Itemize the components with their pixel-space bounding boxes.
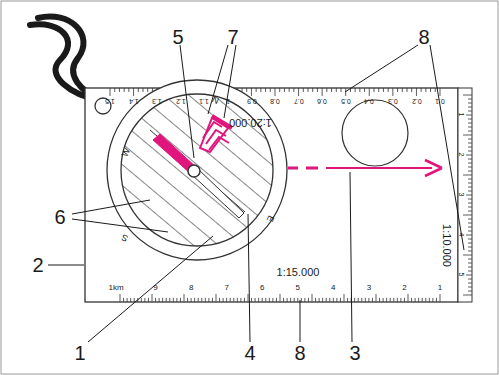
ruler-number: 0.6 [317,98,327,105]
ruler-number: 7 [224,284,228,292]
ruler-number: 0.2 [412,98,422,105]
ruler-number: 4 [459,232,466,236]
ruler-number: 9 [153,284,157,292]
ruler-number: 5 [459,272,466,276]
ruler-number: 1 [226,98,230,105]
callout-number: 4 [244,343,255,363]
ruler-number: 2 [459,152,466,156]
callout-number: 7 [227,27,238,47]
ruler-number: 1.2 [176,98,186,105]
callout-number: 5 [172,27,183,47]
scale-ratio: 1:20.000 [229,117,272,128]
callout-number: 3 [349,343,360,363]
ruler-number: 1.1 [199,98,209,105]
callout-number: 1 [74,343,85,363]
ruler-number: 0.1 [435,98,445,105]
ruler-number: 1 [459,112,466,116]
callout-number: 6 [54,207,65,227]
ruler-number: 0.3 [388,98,398,105]
ruler-number: 1.4 [129,98,139,105]
ruler-number: 5 [296,284,300,292]
ruler-number: 0.4 [364,98,374,105]
scale-ratio: 1:10.000 [440,224,451,267]
callout-number: 8 [294,343,305,363]
ruler-number: 4 [331,284,335,292]
ruler-number: 1.3 [152,98,162,105]
scale-ratio: 1:15.000 [277,267,320,278]
ruler-number: 3 [367,284,371,292]
callout-number: 2 [32,255,43,275]
ruler-number: 0.9 [247,98,257,105]
callout-number: 8 [418,27,429,47]
ruler-number: 1 [438,284,442,292]
ruler-number: 6 [260,284,264,292]
ruler-number: 8 [189,284,193,292]
ruler-number: 0.7 [294,98,304,105]
ruler-number: 3 [459,192,466,196]
ruler-number: 1.5 [105,98,115,105]
ruler-number: 0.5 [341,98,351,105]
ruler-number: 2 [402,284,406,292]
ruler-number: 1km [108,284,123,292]
ruler-number: 0.8 [270,98,280,105]
